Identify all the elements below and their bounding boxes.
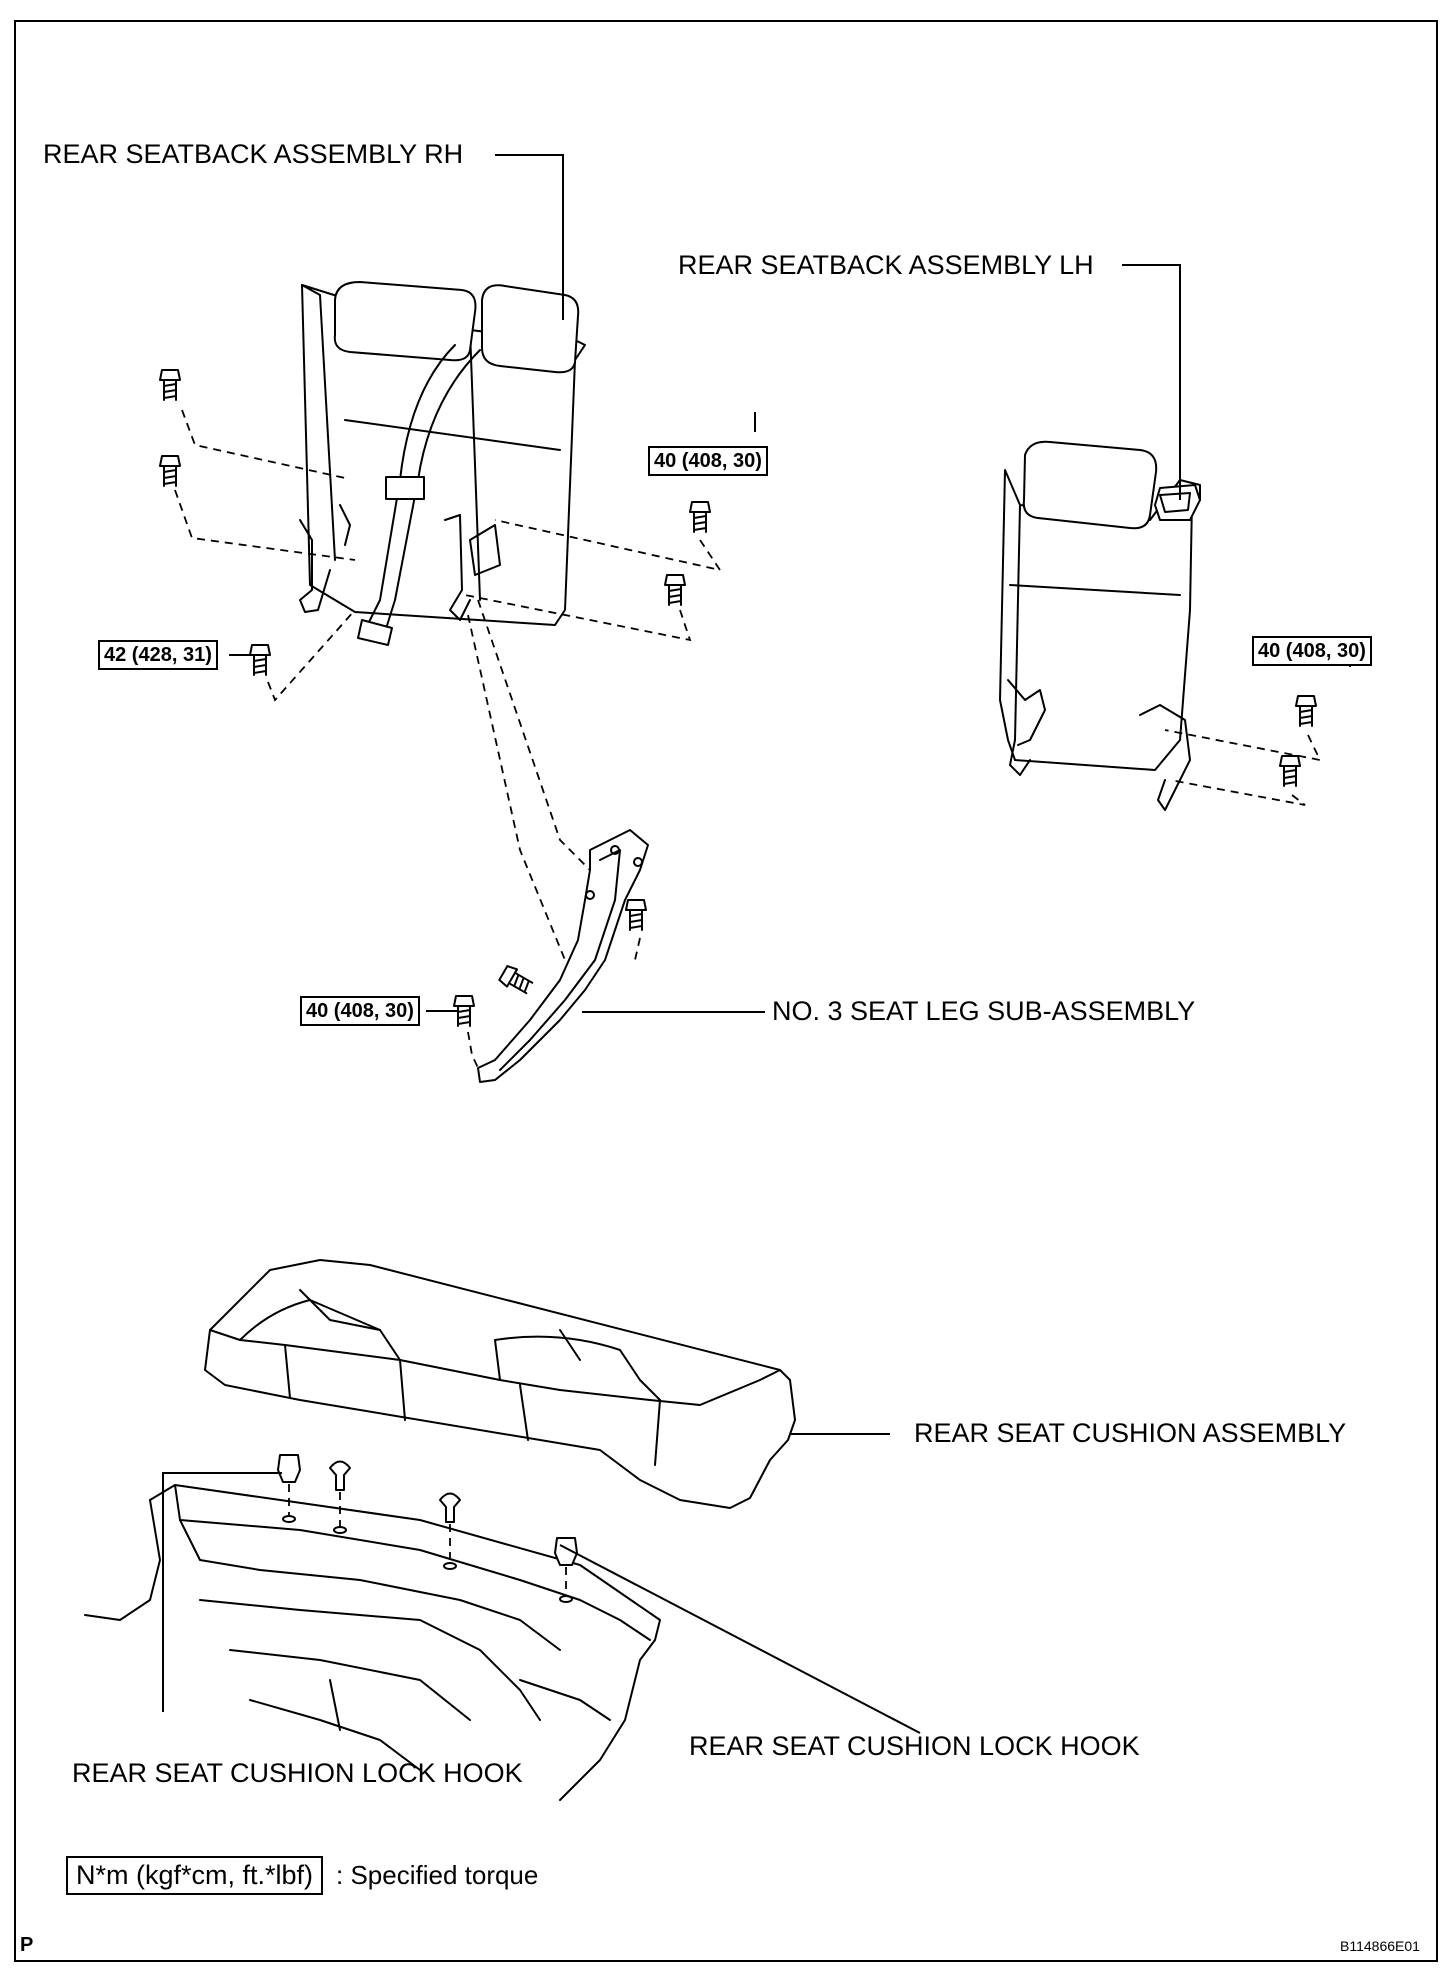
figure-code: B114866E01 bbox=[1340, 1938, 1420, 1954]
label-lock-hook-left: REAR SEAT CUSHION LOCK HOOK bbox=[72, 1758, 523, 1788]
torque-leg: 40 (408, 30) bbox=[300, 996, 420, 1026]
floor-pan-drawing bbox=[84, 1484, 661, 1801]
leader-lines bbox=[162, 154, 1351, 1734]
label-seat-cushion: REAR SEAT CUSHION ASSEMBLY bbox=[914, 1418, 1347, 1448]
seatback-lh-drawing bbox=[999, 440, 1201, 811]
seat-leg-drawing bbox=[477, 829, 649, 1083]
seat-cushion-drawing bbox=[204, 1259, 796, 1509]
label-seat-leg: NO. 3 SEAT LEG SUB-ASSEMBLY bbox=[772, 996, 1196, 1026]
label-seatback-lh: REAR SEATBACK ASSEMBLY LH bbox=[678, 250, 1094, 280]
legend-torque-box: N*m (kgf*cm, ft.*lbf) bbox=[66, 1856, 324, 1895]
label-lock-hook-right: REAR SEAT CUSHION LOCK HOOK bbox=[689, 1731, 1140, 1761]
seatback-rh-drawing bbox=[299, 281, 586, 646]
diagram-frame bbox=[14, 20, 1438, 1962]
dashed-alignment-lines bbox=[174, 409, 1322, 1596]
torque-rh-left: 42 (428, 31) bbox=[98, 640, 218, 670]
bolts bbox=[159, 369, 1317, 1027]
legend-text: : Specified torque bbox=[336, 1860, 539, 1890]
corner-letter: P bbox=[20, 1934, 34, 1956]
torque-rh-right: 40 (408, 30) bbox=[648, 446, 768, 476]
torque-lh: 40 (408, 30) bbox=[1252, 636, 1372, 666]
label-seatback-rh: REAR SEATBACK ASSEMBLY RH bbox=[43, 139, 464, 169]
lock-hooks bbox=[277, 1454, 578, 1603]
